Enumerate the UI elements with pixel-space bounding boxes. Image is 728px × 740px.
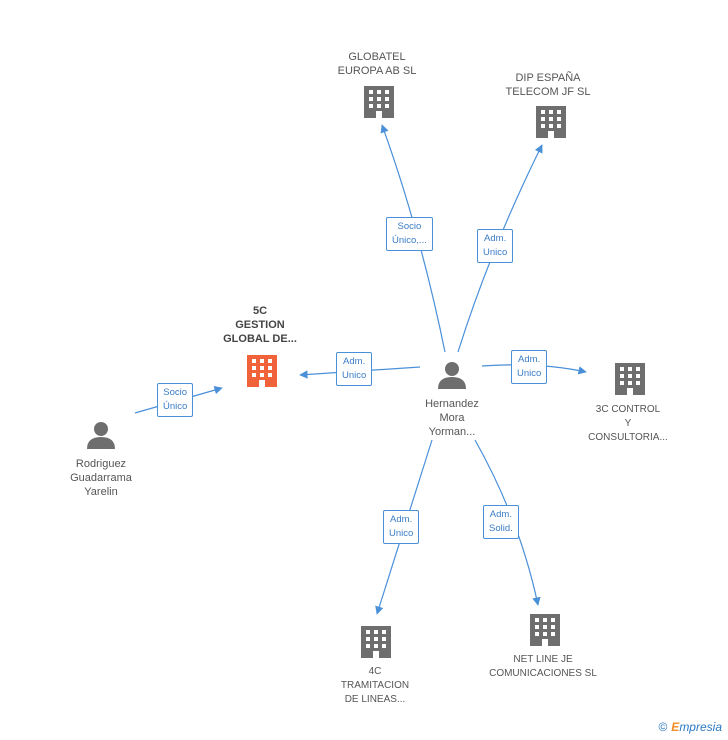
label-3c-control[interactable]: 3C CONTROL Y CONSULTORIA... (575, 403, 681, 445)
copyright-symbol: © (658, 720, 668, 734)
edge-label-adm-unico-3c-line1: Adm. (518, 354, 541, 365)
label-dip-espana[interactable]: DIP ESPAÑA TELECOM JF SL (490, 71, 606, 99)
edge-label-socio-unico-left-line2: Único (163, 401, 188, 412)
edge-label-adm-unico-dip-line1: Adm. (484, 233, 507, 244)
edge-label-adm-solid-netline[interactable]: Adm. Solid. (483, 505, 519, 539)
edge-label-adm-unico-3c-line2: Unico (517, 368, 542, 379)
label-globatel[interactable]: GLOBATEL EUROPA AB SL (320, 50, 434, 78)
label-3c-control-line1: 3C CONTROL (595, 404, 661, 415)
label-person-center[interactable]: Hernandez Mora Yorman... (400, 397, 504, 439)
edge-label-socio-unico-left[interactable]: Socio Único (157, 383, 194, 417)
edge-label-adm-unico-3c[interactable]: Adm. Unico (511, 350, 548, 384)
label-person-center-line2: Mora (439, 412, 465, 424)
edge-label-adm-unico-dip-line2: Unico (483, 247, 508, 258)
label-person-center-line1: Hernandez (425, 398, 479, 410)
empresia-logo-text: mpresia (679, 720, 722, 734)
edge-label-socio-unico-globatel-line1: Socio (397, 221, 422, 232)
label-3c-control-line3: CONSULTORIA... (588, 432, 668, 443)
edge-label-adm-solid-netline-line1: Adm. (489, 509, 512, 520)
label-globatel-line1: GLOBATEL (348, 51, 406, 63)
label-netline-line2: COMUNICACIONES SL (489, 668, 597, 679)
label-person-left-line1: Rodriguez (75, 458, 127, 470)
label-main-company-line2: GESTION (235, 319, 285, 331)
label-person-left-line2: Guadarrama (70, 472, 132, 484)
label-netline-line1: NET LINE JE (513, 654, 573, 665)
edge-label-adm-unico-dip[interactable]: Adm. Unico (477, 229, 514, 263)
edge-label-adm-solid-netline-line2: Solid. (489, 523, 513, 534)
building-icon-dip (536, 106, 566, 138)
label-globatel-line2: EUROPA AB SL (337, 65, 417, 77)
person-icon-left (87, 422, 115, 449)
edge-label-adm-unico-main-line2: Unico (342, 370, 367, 381)
edge-label-socio-unico-left-line1: Socio (163, 387, 188, 398)
label-person-center-line3: Yorman... (428, 426, 476, 438)
label-dip-espana-line2: TELECOM JF SL (505, 86, 591, 98)
label-4c-line1: 4C (368, 666, 382, 677)
building-icon-netline (530, 614, 560, 646)
label-4c-line2: TRAMITACION (340, 680, 410, 691)
edge-label-adm-unico-4c[interactable]: Adm. Unico (383, 510, 420, 544)
empresia-logo-initial: E (671, 720, 680, 734)
label-netline[interactable]: NET LINE JE COMUNICACIONES SL (478, 653, 608, 681)
edge-label-adm-unico-main-line1: Adm. (343, 356, 366, 367)
person-icon-center (438, 362, 466, 389)
label-dip-espana-line1: DIP ESPAÑA (515, 72, 581, 84)
label-main-company-line3: GLOBAL DE... (223, 333, 297, 345)
building-icon-3c (615, 363, 645, 395)
label-main-company[interactable]: 5C GESTION GLOBAL DE... (200, 304, 320, 346)
label-person-left-line3: Yarelin (84, 486, 118, 498)
building-icon-4c (361, 626, 391, 658)
edge-label-socio-unico-globatel[interactable]: Socio Único,... (386, 217, 433, 251)
building-icon-main (247, 355, 277, 387)
edge-label-adm-unico-main[interactable]: Adm. Unico (336, 352, 373, 386)
label-main-company-line1: 5C (252, 305, 268, 317)
label-3c-control-line2: Y (624, 418, 632, 429)
label-4c-tramitacion[interactable]: 4C TRAMITACION DE LINEAS... (320, 665, 430, 707)
edge-label-adm-unico-4c-line1: Adm. (390, 514, 413, 525)
edge-label-adm-unico-4c-line2: Unico (389, 528, 414, 539)
building-icon-globatel (364, 86, 394, 118)
edge-label-socio-unico-globatel-line2: Único,... (392, 235, 427, 246)
label-4c-line3: DE LINEAS... (344, 694, 406, 705)
label-person-left[interactable]: Rodriguez Guadarrama Yarelin (50, 457, 152, 499)
copyright-footer: ©Empresia (658, 720, 722, 734)
